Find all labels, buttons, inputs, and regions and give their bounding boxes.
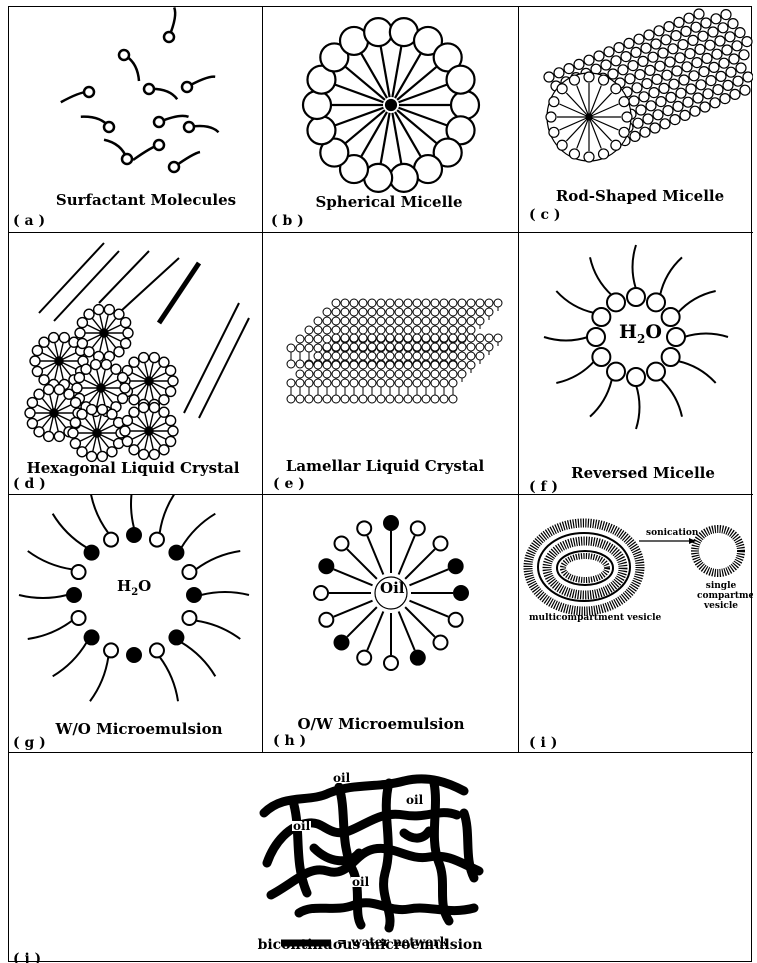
caption-bicontinuous-microemulsion: bicontinuous microemulsion <box>258 937 483 953</box>
caption-ow-microemulsion: O/W Microemulsion <box>297 715 464 733</box>
vesicles-drawing <box>519 495 753 753</box>
wo-core-label: H2O <box>117 577 151 598</box>
letter-b: ( b ) <box>271 213 304 229</box>
wo-microemulsion-drawing <box>9 495 263 753</box>
reversed-micelle-drawing <box>519 233 753 495</box>
bicontinuous-drawing <box>9 753 753 963</box>
letter-e: ( e ) <box>273 476 305 492</box>
panel-hexagonal-liquid-crystal: Hexagonal Liquid Crystal ( d ) <box>9 233 263 495</box>
caption-spherical-micelle: Spherical Micelle <box>315 193 462 211</box>
core-o: O <box>645 321 662 343</box>
panel-lamellar-liquid-crystal: Lamellar Liquid Crystal ( e ) <box>263 233 519 495</box>
letter-d: ( d ) <box>13 476 46 492</box>
oil-label-bottom: oil <box>351 877 370 887</box>
core-h: H <box>619 321 637 343</box>
letter-h: ( h ) <box>273 733 306 749</box>
oil-label-left: oil <box>292 821 311 831</box>
panel-spherical-micelle: Spherical Micelle ( b ) <box>263 7 519 233</box>
ow-core-label: Oil <box>380 579 404 597</box>
letter-j: ( j ) <box>13 951 41 963</box>
panel-ow-microemulsion: Oil O/W Microemulsion ( h ) <box>263 495 519 753</box>
wo-core-h: H <box>117 577 131 595</box>
single-compartment-label: single compartment vesicle <box>697 581 745 611</box>
panel-rod-shaped-micelle: Rod-Shaped Micelle ( c ) <box>519 7 753 233</box>
caption-lamellar-liquid-crystal: Lamellar Liquid Crystal <box>286 457 484 475</box>
caption-rod-shaped-micelle: Rod-Shaped Micelle <box>556 187 724 205</box>
letter-a: ( a ) <box>13 213 45 229</box>
letter-i: ( i ) <box>529 735 557 751</box>
reversed-micelle-core-label: H2O <box>619 321 662 346</box>
caption-wo-microemulsion: W/O Microemulsion <box>55 720 222 738</box>
caption-reversed-micelle: Reversed Micelle <box>571 464 715 482</box>
hexagonal-crystal-drawing <box>9 233 263 495</box>
panel-wo-microemulsion: H2O W/O Microemulsion ( g ) <box>9 495 263 753</box>
caption-surfactant-molecules: Surfactant Molecules <box>56 191 236 209</box>
panel-bicontinuous-microemulsion: oil oil oil oil = water network bicontin… <box>9 753 753 963</box>
panel-reversed-micelle: H2O Reversed Micelle ( f ) <box>519 233 753 495</box>
wo-core-o: O <box>138 577 151 595</box>
letter-g: ( g ) <box>13 735 46 751</box>
letter-c: ( c ) <box>529 207 561 223</box>
oil-label-right: oil <box>405 795 424 805</box>
sonication-label: sonication <box>646 528 698 538</box>
diagram-grid: Surfactant Molecules ( a ) Spherical Mic… <box>8 6 752 962</box>
multicompartment-label: multicompartment vesicle <box>529 613 661 623</box>
oil-label-top: oil <box>332 773 351 783</box>
panel-surfactant-molecules: Surfactant Molecules ( a ) <box>9 7 263 233</box>
lamellar-crystal-drawing <box>263 233 519 495</box>
letter-f: ( f ) <box>529 479 558 495</box>
caption-hexagonal-liquid-crystal: Hexagonal Liquid Crystal <box>27 459 240 477</box>
panel-vesicles: sonication multicompartment vesicle sing… <box>519 495 753 753</box>
